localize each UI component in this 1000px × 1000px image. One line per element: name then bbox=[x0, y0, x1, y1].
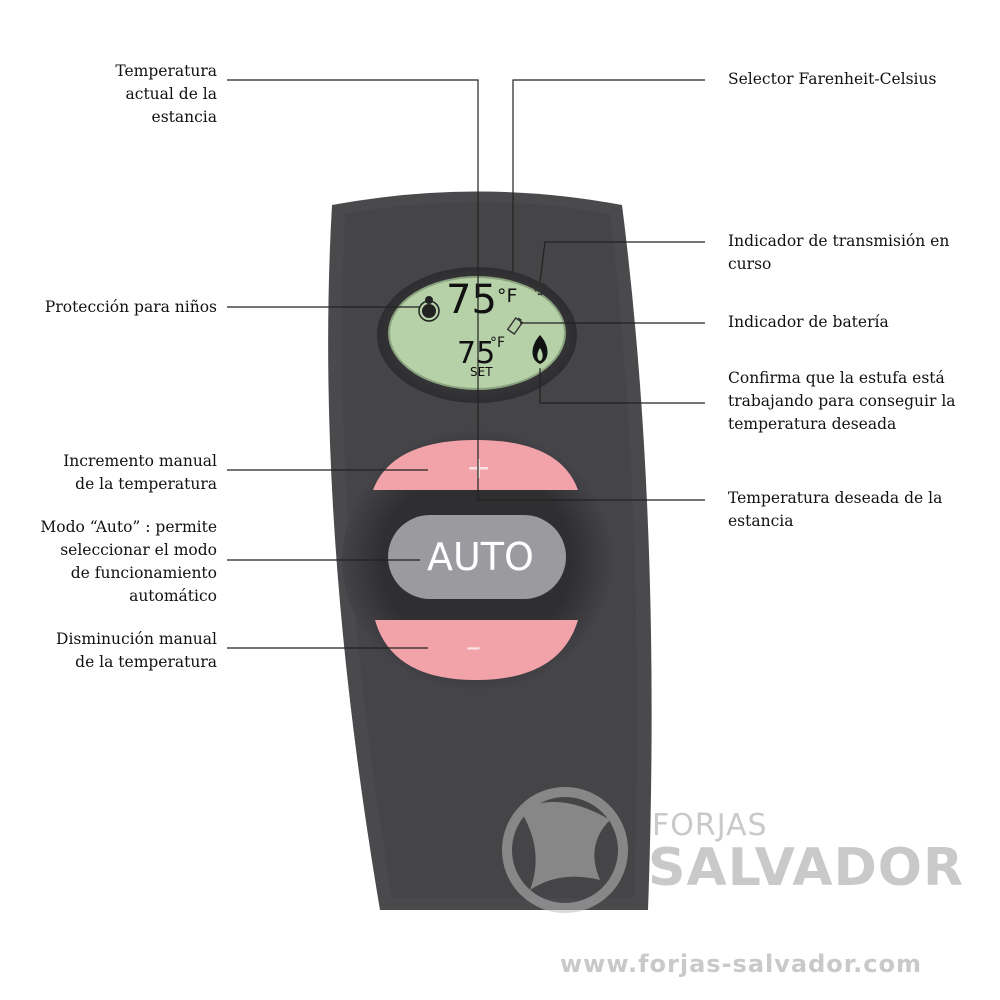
auto-button[interactable] bbox=[388, 515, 566, 599]
leader-unit-selector bbox=[512, 79, 705, 272]
callout-room-temperature: Temperatura actual de la estancia bbox=[115, 62, 217, 126]
transmission-icon bbox=[531, 282, 549, 296]
leader-lines bbox=[227, 79, 705, 649]
auto-button-label: AUTO bbox=[427, 535, 534, 579]
decrease-button[interactable] bbox=[375, 620, 578, 680]
callout-child-lock: Protección para niños bbox=[44, 298, 217, 316]
set-temperature-unit: °F bbox=[490, 335, 505, 351]
leader-flame bbox=[539, 368, 705, 404]
callout-battery: Indicador de batería bbox=[728, 313, 889, 331]
callout-flame-confirm: Confirma que la estufa está trabajando p… bbox=[728, 369, 956, 433]
lcd-screen bbox=[388, 276, 566, 390]
callout-set-temperature: Temperatura deseada de la estancia bbox=[728, 489, 943, 530]
leader-room-temp bbox=[227, 79, 705, 501]
set-temperature-value: 75 bbox=[457, 336, 495, 371]
room-temperature-value: 75 bbox=[446, 277, 497, 323]
callout-transmission: Indicador de transmisión en curso bbox=[728, 232, 950, 273]
leader-transmission bbox=[539, 241, 705, 283]
child-lock-icon bbox=[418, 296, 440, 322]
callout-manual-increase: Incremento manual de la temperatura bbox=[63, 452, 217, 493]
watermark-url: www.forjas-salvador.com bbox=[560, 950, 922, 978]
forjas-salvador-logo bbox=[502, 787, 628, 913]
battery-icon bbox=[506, 316, 524, 336]
watermark-brand-top: FORJAS bbox=[652, 808, 768, 843]
increase-button[interactable] bbox=[373, 440, 578, 490]
callout-manual-decrease: Disminución manual de la temperatura bbox=[56, 630, 217, 671]
decrease-button-label: – bbox=[466, 630, 481, 665]
set-label: SET bbox=[470, 365, 493, 379]
callout-unit-selector: Selector Farenheit-Celsius bbox=[728, 70, 937, 88]
room-temperature-unit: °F bbox=[497, 285, 517, 307]
flame-icon bbox=[532, 335, 548, 364]
watermark-brand-main: SALVADOR bbox=[648, 838, 965, 898]
callout-auto-mode: Modo “Auto” : permite seleccionar el mod… bbox=[40, 518, 217, 605]
